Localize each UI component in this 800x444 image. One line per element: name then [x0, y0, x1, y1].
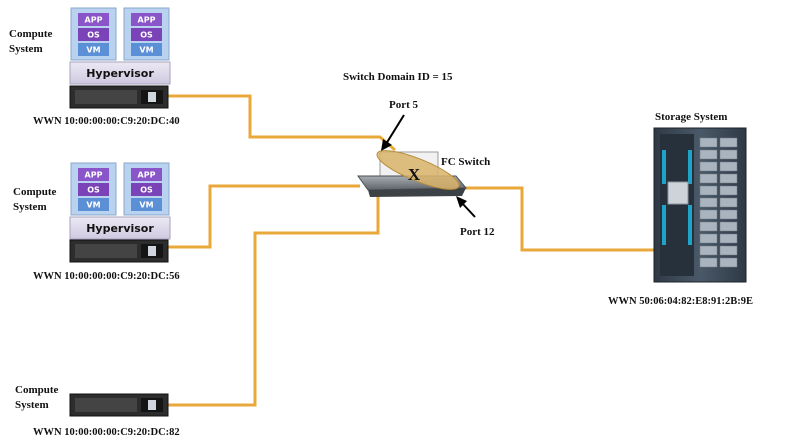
hypervisor-2 — [69, 216, 171, 240]
vm-2-1-app: APP — [85, 171, 103, 180]
vm-2-2-os: OS — [140, 186, 153, 195]
hypervisor-1 — [69, 61, 171, 85]
port-5-arrowhead — [381, 139, 392, 151]
port-12-arrow — [461, 202, 476, 218]
vm-1-1-vm: VM — [86, 46, 100, 55]
compute-system-1[interactable]: Compute System APP OS VM APP OS VM Hyper… — [9, 7, 180, 127]
vm-1-1-os: OS — [87, 31, 100, 40]
cable-compute-1-to-port-5 — [168, 94, 396, 152]
switch-base — [368, 188, 466, 197]
vm-2-2: APP OS VM — [123, 162, 170, 216]
compute-2-wwn: WWN 10:00:00:00:C9:20:DC:56 — [33, 271, 180, 282]
server-2 — [69, 239, 169, 263]
storage-system[interactable]: Storage System WWN 50:06 — [608, 111, 753, 307]
vm-1-2: APP OS VM — [123, 7, 170, 61]
compute-1-wwn: WWN 10:00:00:00:C9:20:DC:40 — [33, 116, 180, 127]
switch-name: FC Switch — [441, 156, 490, 168]
compute-1-label-line1: Compute — [9, 28, 53, 40]
zone-mark: X — [408, 165, 421, 184]
hypervisor-1-label: Hypervisor — [86, 67, 154, 80]
port-12-label: Port 12 — [460, 226, 495, 238]
compute-2-label-line2: System — [13, 201, 47, 213]
vm-1-2-app: APP — [138, 16, 156, 25]
zone-ellipse — [376, 150, 460, 190]
vm-1-2-vm: VM — [139, 46, 153, 55]
vm-2-1-os: OS — [87, 186, 100, 195]
fc-switch[interactable]: Switch Domain ID = 15 X FC Switch Port 5… — [343, 71, 495, 238]
cable-compute-3-to-switch — [168, 196, 380, 407]
vm-1-1: APP OS VM — [70, 7, 117, 61]
vm-2-2-vm: VM — [139, 201, 153, 210]
storage-wwn: WWN 50:06:04:82:E8:91:2B:9E — [608, 296, 753, 307]
cables — [168, 94, 655, 407]
compute-system-3[interactable]: Compute System WWN 10:00:00:00:C9:20:DC:… — [15, 384, 180, 438]
compute-3-wwn: WWN 10:00:00:00:C9:20:DC:82 — [33, 427, 180, 438]
vm-2-1: APP OS VM — [70, 162, 117, 216]
port-5-arrow — [385, 114, 405, 145]
storage-label: Storage System — [655, 111, 727, 123]
port-5-label: Port 5 — [389, 99, 419, 111]
port-12-arrowhead — [456, 196, 467, 208]
hypervisor-2-label: Hypervisor — [86, 222, 154, 235]
vm-2-1-vm: VM — [86, 201, 100, 210]
server-1 — [69, 85, 169, 109]
compute-3-label-line1: Compute — [15, 384, 59, 396]
cable-port-12-to-storage — [460, 186, 655, 252]
compute-1-label-line2: System — [9, 43, 43, 55]
vm-1-1-app: APP — [85, 16, 103, 25]
cable-compute-2-to-switch — [168, 184, 360, 249]
storage-rack — [653, 127, 747, 283]
server-3 — [69, 393, 169, 417]
drive-slots — [699, 137, 738, 268]
vm-2-2-app: APP — [138, 171, 156, 180]
compute-2-label-line1: Compute — [13, 186, 57, 198]
compute-3-label-line2: System — [15, 399, 49, 411]
compute-system-2[interactable]: Compute System APP OS VM APP OS VM Hyper… — [13, 162, 180, 282]
vm-1-2-os: OS — [140, 31, 153, 40]
switch-domain-label: Switch Domain ID = 15 — [343, 71, 453, 83]
